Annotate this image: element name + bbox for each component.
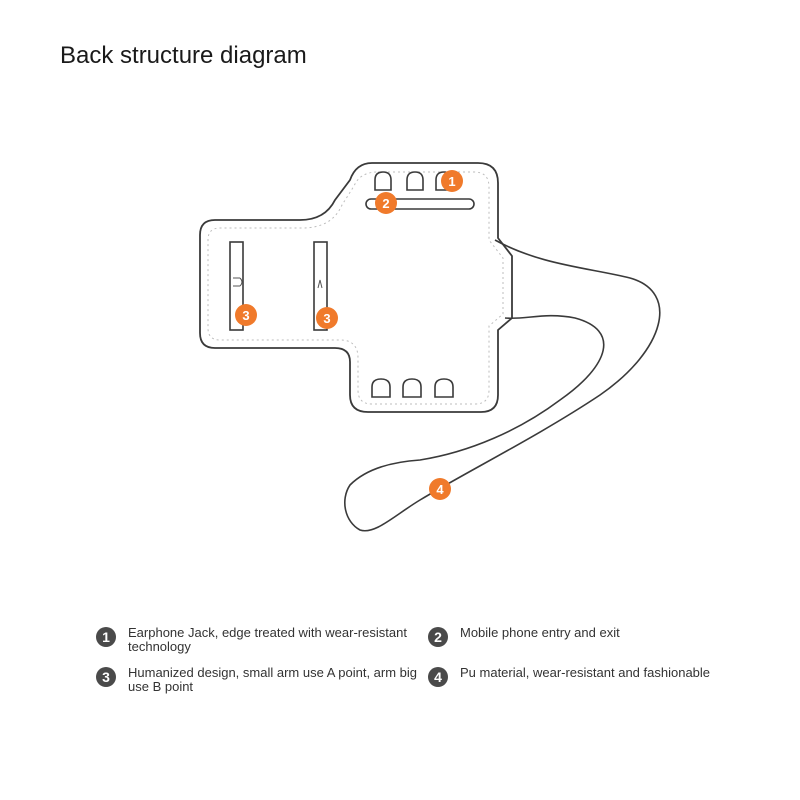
marker-1: 1 bbox=[441, 170, 463, 192]
stitch-line bbox=[207, 171, 504, 405]
phone-slot bbox=[365, 198, 475, 210]
strap-loop-a bbox=[229, 241, 244, 331]
legend-text-4: Pu material, wear-resistant and fashiona… bbox=[460, 665, 711, 680]
strap-loop-b bbox=[313, 241, 328, 331]
legend-item-2: 2 Mobile phone entry and exit bbox=[428, 626, 750, 647]
bottom-hole-3 bbox=[434, 378, 454, 398]
loop-mark-a bbox=[317, 279, 323, 289]
marker-1-label: 1 bbox=[448, 174, 455, 189]
bottom-hole-1 bbox=[371, 378, 391, 398]
marker-4: 4 bbox=[429, 478, 451, 500]
legend-item-3: 3 Humanized design, small arm use A poin… bbox=[96, 666, 418, 694]
marker-2: 2 bbox=[375, 192, 397, 214]
marker-2-label: 2 bbox=[382, 196, 389, 211]
legend-badge-3: 3 bbox=[96, 667, 116, 687]
legend-badge-1: 1 bbox=[96, 627, 116, 647]
diagram-title: Back structure diagram bbox=[60, 42, 307, 69]
marker-3-right: 3 bbox=[316, 307, 338, 329]
legend-item-4: 4 Pu material, wear-resistant and fashio… bbox=[428, 666, 750, 687]
earphone-hole-2 bbox=[406, 171, 424, 191]
marker-3-left: 3 bbox=[235, 304, 257, 326]
legend-text-1: Earphone Jack, edge treated with wear-re… bbox=[128, 625, 407, 654]
marker-3-right-label: 3 bbox=[323, 311, 330, 326]
legend-text-2: Mobile phone entry and exit bbox=[460, 625, 620, 640]
legend-text-3: Humanized design, small arm use A point,… bbox=[128, 665, 418, 694]
armband-body-outline bbox=[199, 162, 513, 413]
marker-3-left-label: 3 bbox=[242, 308, 249, 323]
legend-item-1: 1 Earphone Jack, edge treated with wear-… bbox=[96, 626, 418, 654]
marker-4-label: 4 bbox=[436, 482, 444, 497]
earphone-hole-1 bbox=[374, 171, 392, 191]
loop-mark-b bbox=[233, 277, 243, 287]
bottom-hole-2 bbox=[402, 378, 422, 398]
legend-badge-4: 4 bbox=[428, 667, 448, 687]
strap-outline bbox=[344, 239, 661, 532]
legend-badge-2: 2 bbox=[428, 627, 448, 647]
